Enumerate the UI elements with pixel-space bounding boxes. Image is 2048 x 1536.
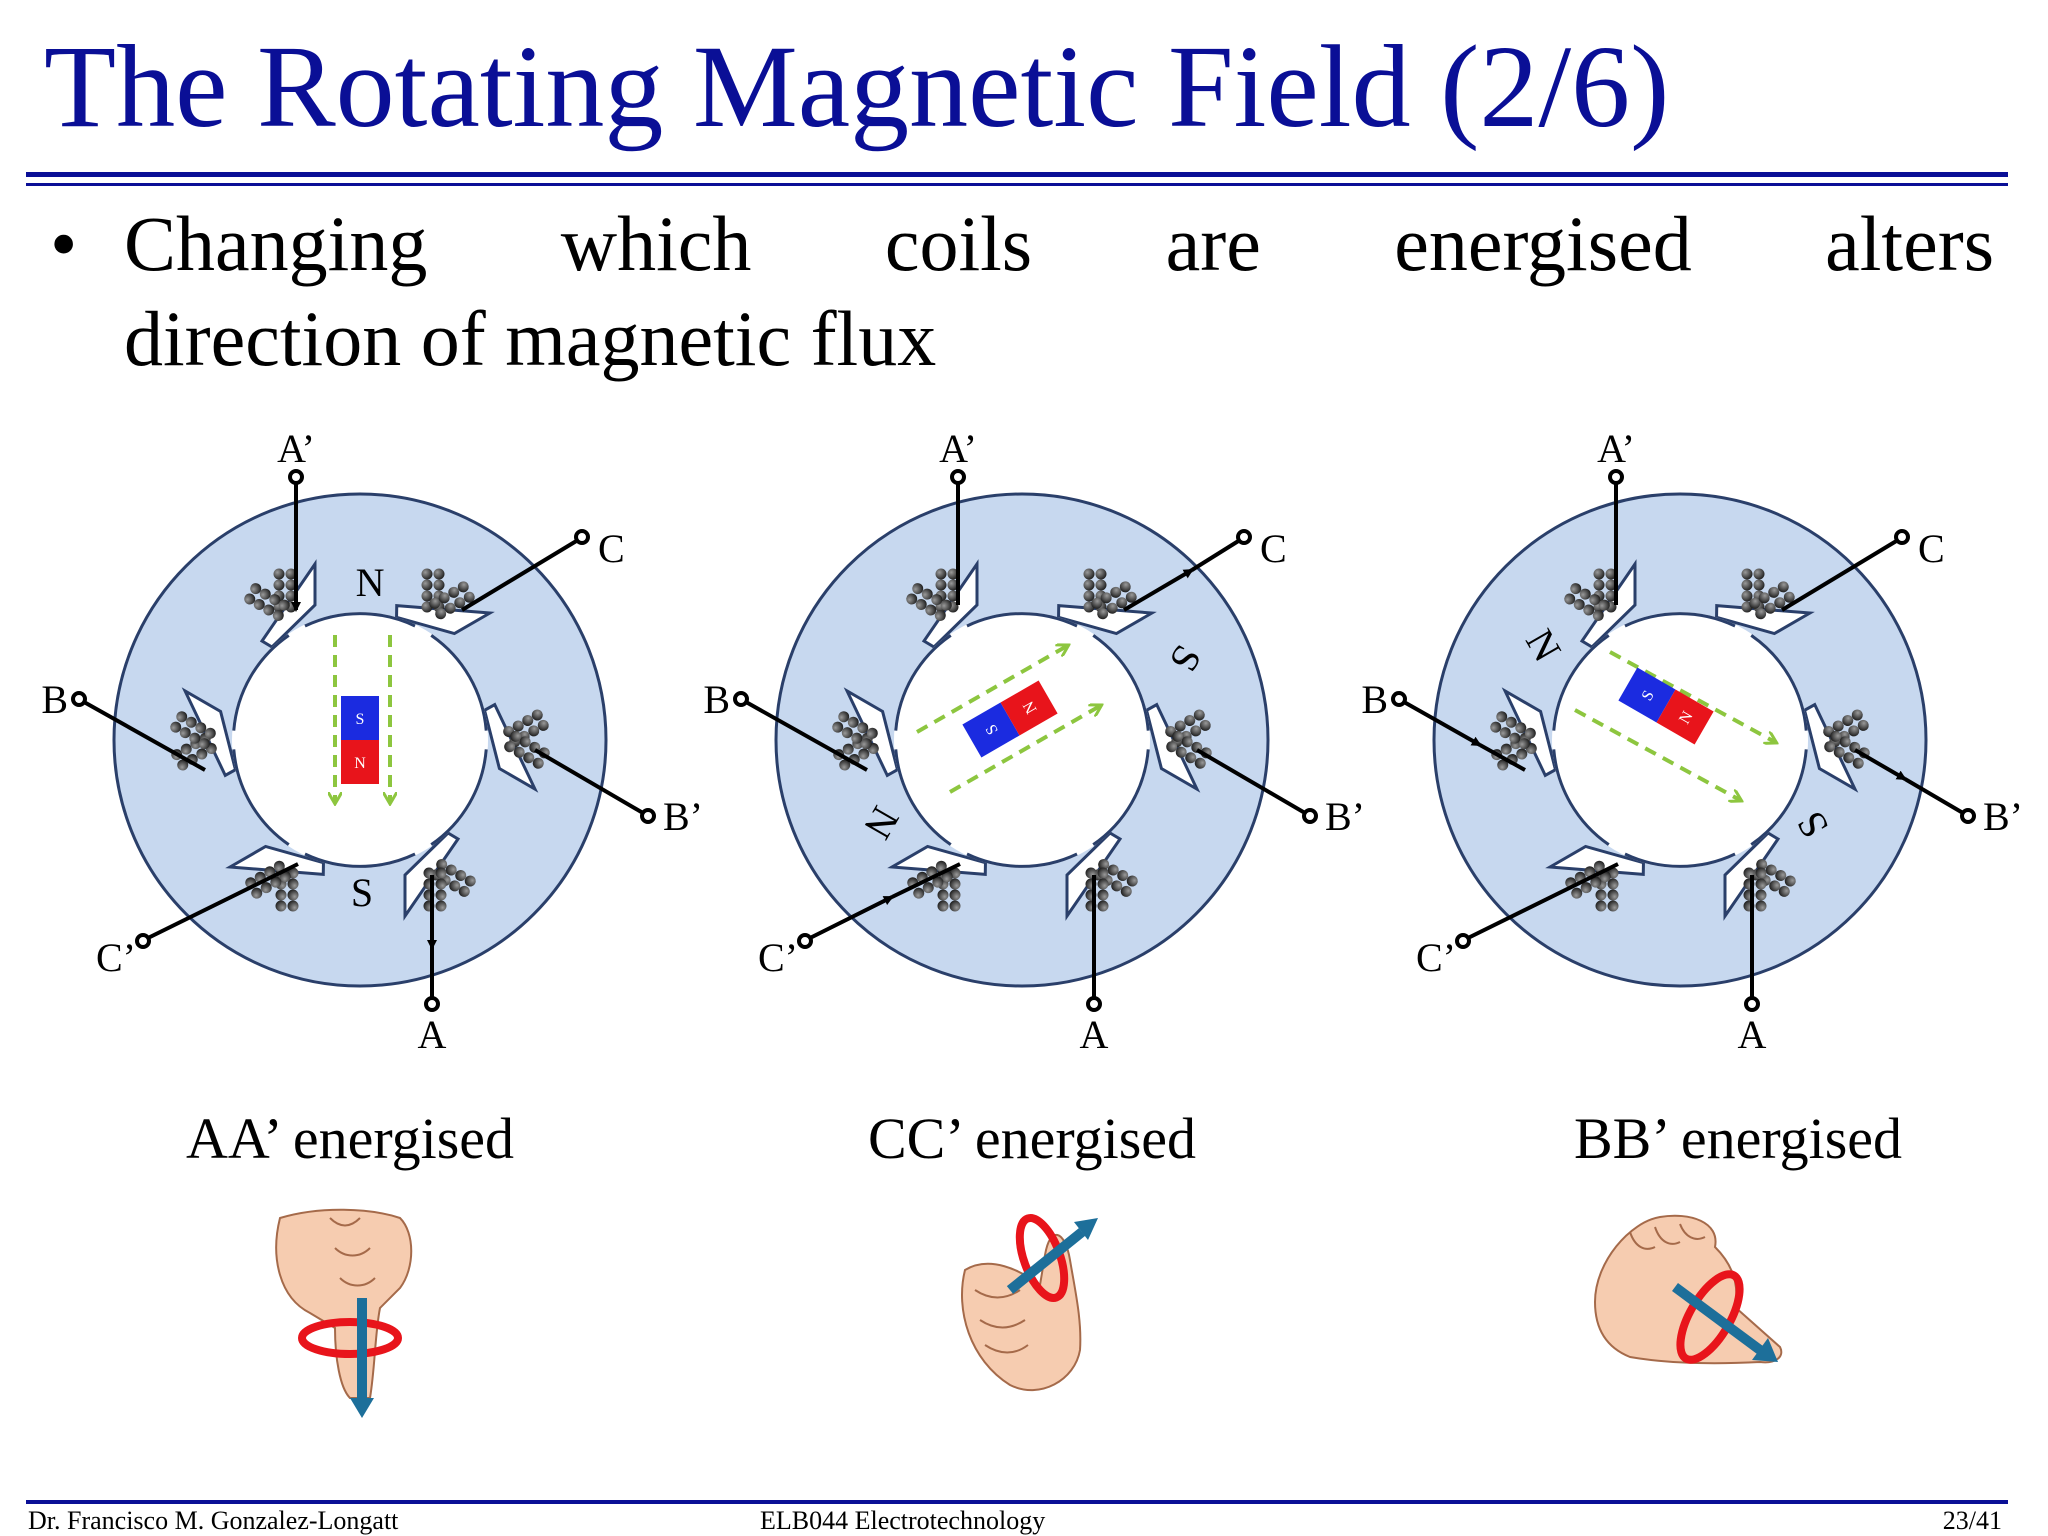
label-c: C (1918, 526, 1945, 571)
label-b: B (41, 677, 68, 722)
terminal-c-prime (1455, 933, 1471, 949)
rotor-magnet: S N (1618, 667, 1714, 745)
flux-arrows (1574, 650, 1775, 800)
label-a-prime: A’ (277, 426, 315, 471)
footer-page-number: 23/41 (1942, 1506, 2002, 1535)
rotor-magnet: S N (962, 680, 1058, 758)
stator-diagrams: A’ A C C’ B B’ N S S N AA’ energised (41, 426, 2023, 1418)
terminal-b-prime (640, 808, 656, 824)
label-a: A (1080, 1012, 1109, 1057)
terminal-b-prime (1960, 808, 1976, 824)
label-b-prime: B’ (1325, 794, 1365, 839)
right-hand-icon (1593, 1214, 1783, 1365)
label-c: C (598, 526, 625, 571)
label-b-prime: B’ (1983, 794, 2023, 839)
panel-bb: A’ A C C’ B B’ N S S N BB’ energised (1361, 426, 2023, 1365)
label-b: B (1361, 677, 1388, 722)
label-c-prime: C’ (96, 935, 136, 980)
bullet-word: energised (1394, 200, 1692, 287)
terminal-a-prime (288, 469, 304, 485)
right-hand-icon (961, 1214, 1098, 1391)
caption-aa: AA’ energised (186, 1106, 514, 1171)
bullet-word: coils (884, 200, 1033, 287)
pole-south: S (351, 870, 373, 915)
bullet-word: are (1165, 200, 1261, 287)
terminal-a (424, 996, 440, 1012)
title-rule-bottom (26, 183, 2008, 186)
terminal-c (1236, 529, 1252, 545)
terminal-a-prime (950, 469, 966, 485)
rotor-magnet: S N (341, 696, 379, 784)
terminal-a (1744, 996, 1760, 1012)
footer-rule (26, 1500, 2008, 1504)
bullet-word: which (560, 200, 752, 287)
bullet-word: alters (1825, 200, 1995, 287)
terminal-b-prime (1302, 808, 1318, 824)
right-hand-icon (275, 1208, 413, 1418)
magnet-north-label: N (354, 755, 366, 772)
terminal-b (71, 691, 87, 707)
footer-author: Dr. Francisco M. Gonzalez-Longatt (28, 1506, 399, 1535)
terminal-a-prime (1608, 469, 1624, 485)
terminal-a (1086, 996, 1102, 1012)
title-rule-top (26, 172, 2008, 177)
flux-arrows (916, 646, 1100, 794)
label-a: A (1738, 1012, 1767, 1057)
label-b-prime: B’ (663, 794, 703, 839)
caption-bb: BB’ energised (1574, 1106, 1902, 1171)
label-b: B (703, 677, 730, 722)
label-c-prime: C’ (758, 935, 798, 980)
label-c: C (1260, 526, 1287, 571)
terminal-c (1894, 529, 1910, 545)
bullet-word: Changing (124, 200, 428, 287)
terminal-c-prime (135, 933, 151, 949)
panel-aa: A’ A C C’ B B’ N S S N AA’ energised (41, 426, 703, 1418)
label-a-prime: A’ (939, 426, 977, 471)
bullet-line-1: Changing which coils are energised alter… (124, 205, 1994, 283)
flux-arrows (335, 635, 390, 802)
magnet-south-label: S (356, 711, 365, 728)
panel-cc: A’ A C C’ B B’ N S S N CC’ energised (703, 426, 1365, 1391)
slide-title: The Rotating Magnetic Field (2/6) (44, 21, 1670, 152)
terminal-c (574, 529, 590, 545)
label-a: A (418, 1012, 447, 1057)
terminal-b (733, 691, 749, 707)
label-c-prime: C’ (1416, 935, 1456, 980)
caption-cc: CC’ energised (868, 1106, 1196, 1171)
bullet-line-2: direction of magnetic flux (124, 295, 937, 382)
bullet-dot: • (50, 200, 78, 287)
terminal-c-prime (797, 933, 813, 949)
label-a-prime: A’ (1597, 426, 1635, 471)
pole-north: N (356, 560, 385, 605)
terminal-b (1391, 691, 1407, 707)
footer-course: ELB044 Electrotechnology (760, 1506, 1046, 1535)
